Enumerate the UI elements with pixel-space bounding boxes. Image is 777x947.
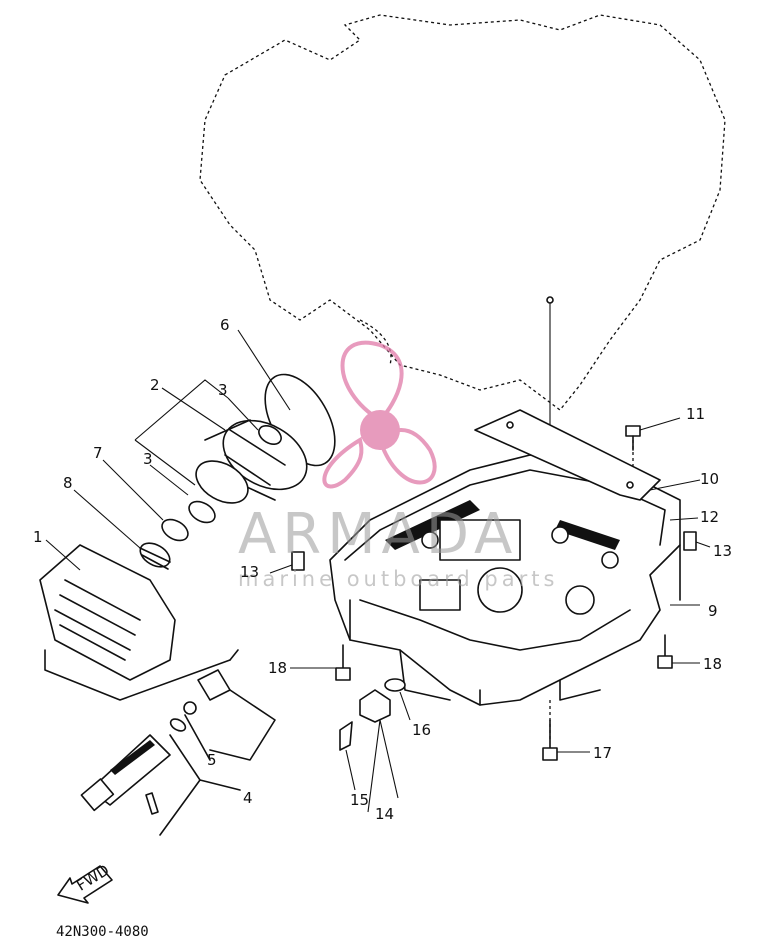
callout-5: 5 [207, 751, 217, 769]
engine-outline [199, 14, 726, 411]
callout-17: 17 [593, 744, 612, 762]
callout-7: 7 [93, 444, 103, 462]
drawing-code: 42N300-4080 [56, 924, 149, 940]
callout-16: 16 [412, 721, 431, 739]
filter-cover [39, 544, 239, 701]
callout-15: 15 [350, 791, 369, 809]
callout-labels: 1 2 3 3 4 5 6 7 8 9 10 11 12 13 13 14 15… [33, 316, 732, 823]
callout-3a: 3 [218, 381, 228, 399]
callout-9: 9 [708, 602, 718, 620]
dowel-pin-right [683, 531, 697, 551]
callout-4: 4 [243, 789, 253, 807]
callout-13-right: 13 [713, 542, 732, 560]
callout-10: 10 [700, 470, 719, 488]
bolt-18-right [657, 634, 673, 669]
dowel-pin-left [291, 551, 305, 571]
callout-6: 6 [220, 316, 230, 334]
callout-12: 12 [700, 508, 719, 526]
fwd-arrow-icon: FWD [57, 861, 113, 904]
callout-2: 2 [150, 376, 160, 394]
callout-3b: 3 [143, 450, 153, 468]
bolt-18-left [335, 644, 351, 681]
callout-18-right: 18 [703, 655, 722, 673]
callout-13-left: 13 [240, 563, 259, 581]
bolt-11 [625, 425, 641, 451]
drain-plug [339, 678, 406, 751]
callout-1: 1 [33, 528, 43, 546]
watermark-tagline: marine outboard parts [238, 567, 558, 591]
callout-8: 8 [63, 474, 73, 492]
relief-valve [80, 669, 276, 836]
watermark: ARMADA marine outboard parts [238, 340, 558, 591]
leader-lines [45, 329, 711, 813]
filter-element [188, 419, 308, 524]
spring [139, 542, 171, 570]
callout-14: 14 [375, 805, 394, 823]
callout-18-left: 18 [268, 659, 287, 677]
washer [161, 518, 189, 542]
callout-11: 11 [686, 405, 705, 423]
propeller-icon [322, 340, 437, 489]
oil-pan [329, 454, 681, 706]
bolt-17 [542, 719, 558, 761]
watermark-brand: ARMADA [238, 502, 518, 567]
